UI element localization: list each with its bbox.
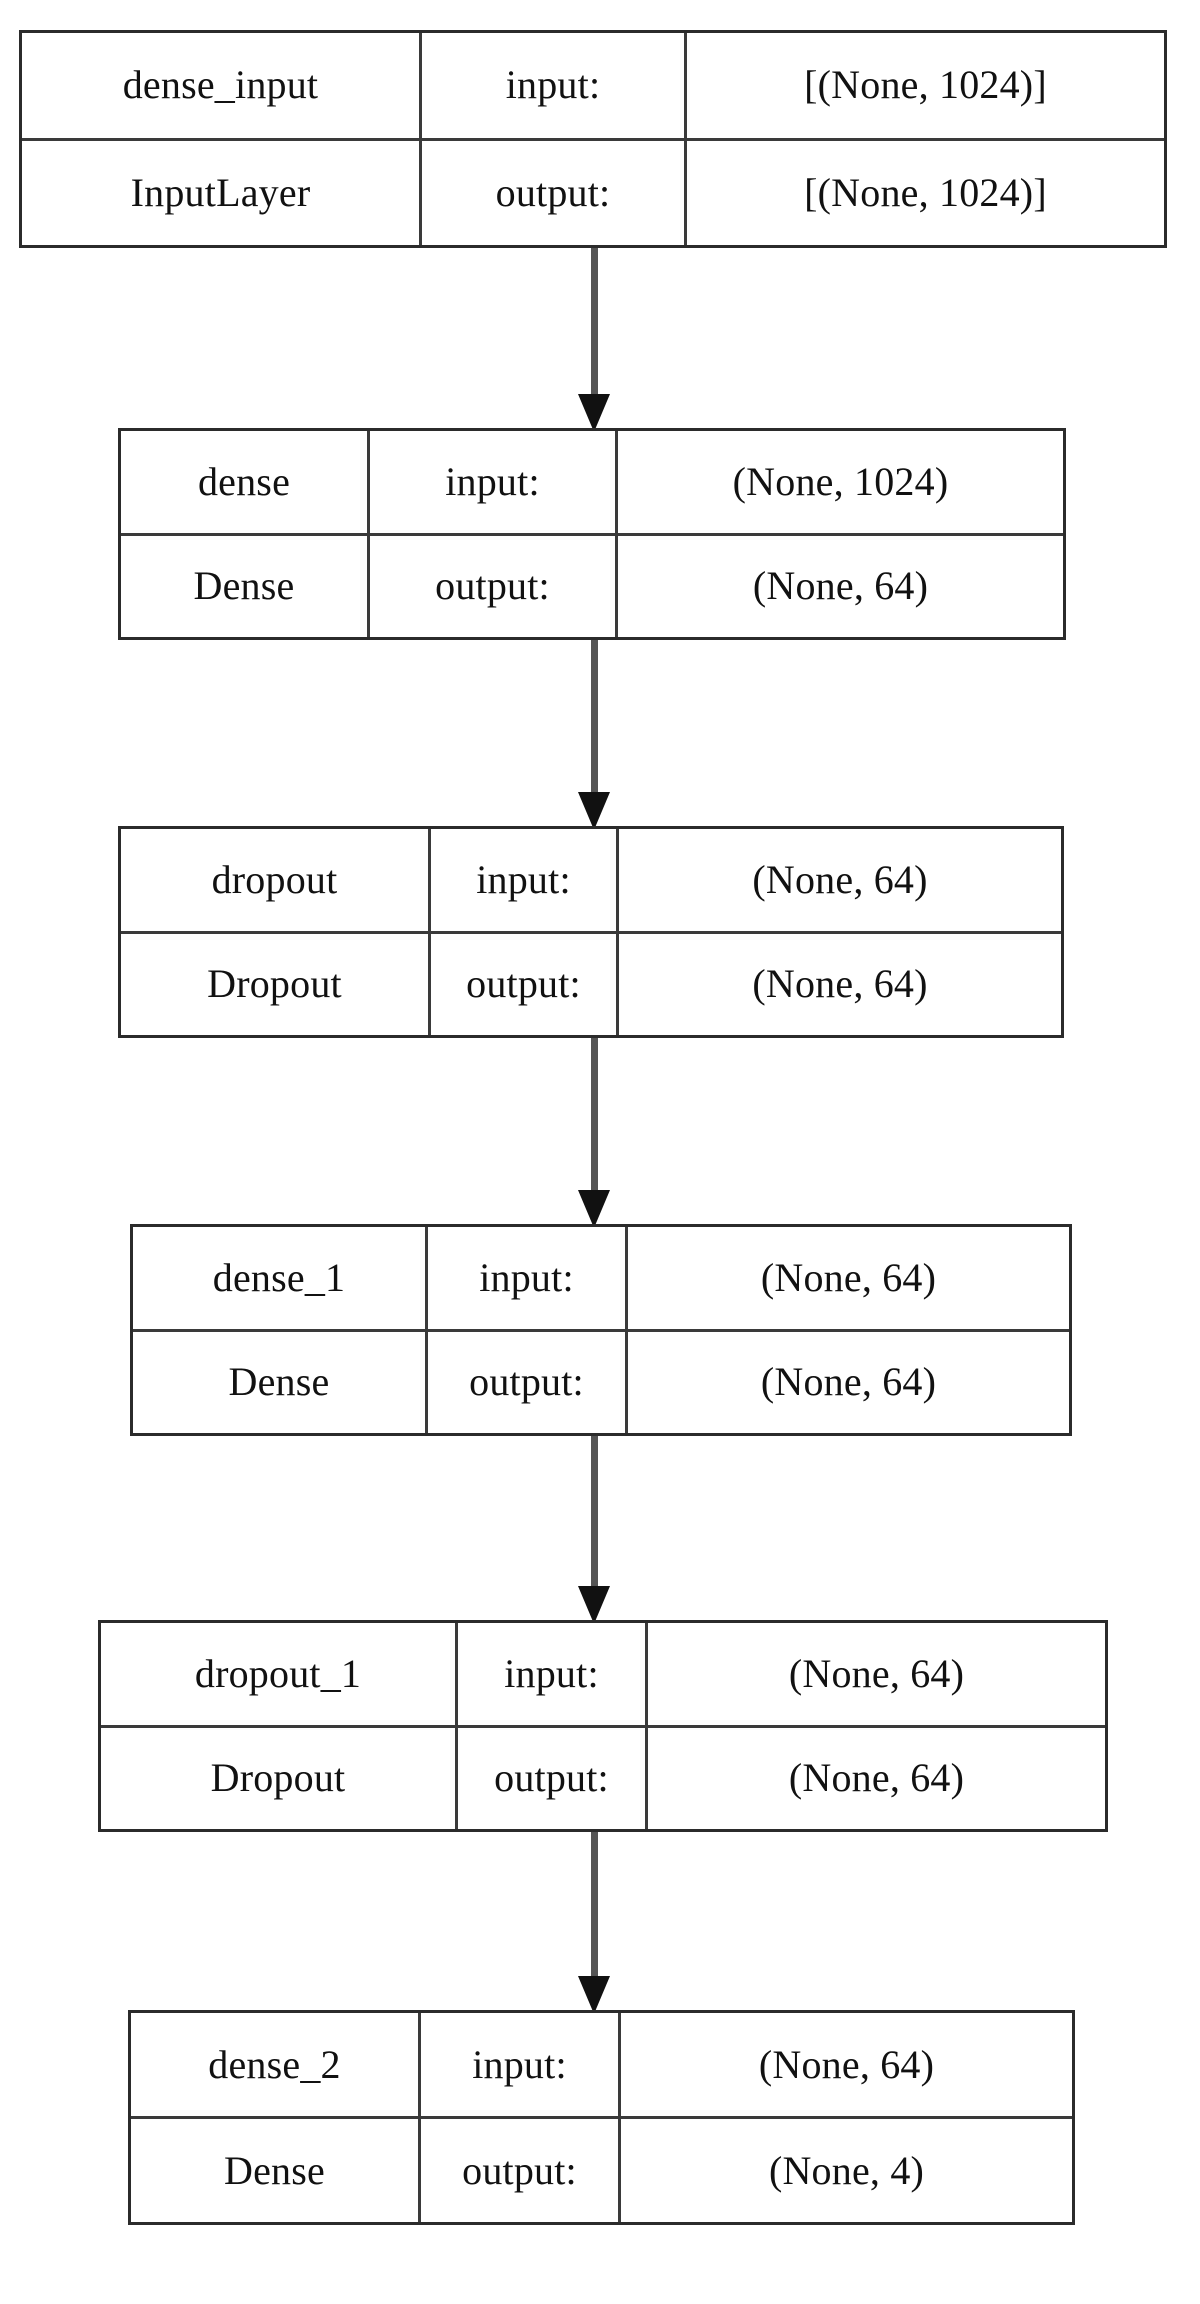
arrowhead-dense_input-to-dense bbox=[578, 394, 610, 432]
output-label: output: bbox=[431, 933, 619, 1035]
layer-class-name: Dense bbox=[121, 535, 370, 637]
arrowhead-dense_1-to-dropout_1 bbox=[578, 1586, 610, 1624]
edge-line-dense_input-to-dense bbox=[591, 248, 598, 396]
output-shape-value: (None, 64) bbox=[788, 1755, 965, 1801]
input-label: input: bbox=[370, 431, 618, 533]
layer-name: dense_input bbox=[22, 33, 422, 138]
output-label: output: bbox=[421, 2119, 621, 2222]
output-shape-value: (None, 64) bbox=[752, 961, 928, 1007]
edge-line-dropout-to-dense_1 bbox=[591, 1038, 598, 1192]
input-shape-value: (None, 64) bbox=[760, 1254, 937, 1300]
output-label: output: bbox=[370, 535, 618, 637]
input-label: input: bbox=[428, 1227, 628, 1329]
arrowhead-dropout_1-to-dense_2 bbox=[578, 1976, 610, 2014]
input-label: input: bbox=[431, 829, 619, 931]
edge-line-dense-to-dropout bbox=[591, 640, 598, 794]
layer-name: dropout bbox=[121, 829, 431, 931]
output-label: output: bbox=[422, 140, 687, 245]
layer-class-name: Dense bbox=[133, 1331, 428, 1433]
input-shape-value: (None, 64) bbox=[758, 2041, 935, 2087]
layer-class-name: Dropout bbox=[121, 933, 431, 1035]
output-label: output: bbox=[428, 1331, 628, 1433]
input-label: input: bbox=[422, 33, 687, 138]
input-shape-value: (None, 64) bbox=[788, 1650, 965, 1696]
input-shape-value: (None, 64) bbox=[752, 856, 928, 902]
input-label: input: bbox=[421, 2013, 621, 2116]
input-shape-value: [(None, 1024)] bbox=[804, 62, 1047, 108]
edge-line-dense_1-to-dropout_1 bbox=[591, 1436, 598, 1588]
layer-class-name: Dropout bbox=[101, 1727, 458, 1829]
output-shape-value: (None, 64) bbox=[760, 1359, 937, 1405]
input-shape-value: (None, 1024) bbox=[732, 458, 949, 504]
edge-line-dropout_1-to-dense_2 bbox=[591, 1832, 598, 1978]
arrowhead-dense-to-dropout bbox=[578, 792, 610, 830]
output-shape-value: [(None, 1024)] bbox=[804, 169, 1047, 215]
output-shape-value: (None, 64) bbox=[752, 563, 929, 609]
layer-class-name: Dense bbox=[131, 2119, 421, 2222]
output-shape-value: (None, 4) bbox=[768, 2147, 925, 2193]
layer-name: dense_2 bbox=[131, 2013, 421, 2116]
layer-name: dense_1 bbox=[133, 1227, 428, 1329]
arrowhead-dropout-to-dense_1 bbox=[578, 1190, 610, 1228]
layer-name: dropout_1 bbox=[101, 1623, 458, 1725]
layer-name: dense bbox=[121, 431, 370, 533]
layer-class-name: InputLayer bbox=[22, 140, 422, 245]
output-label: output: bbox=[458, 1727, 648, 1829]
input-label: input: bbox=[458, 1623, 648, 1725]
